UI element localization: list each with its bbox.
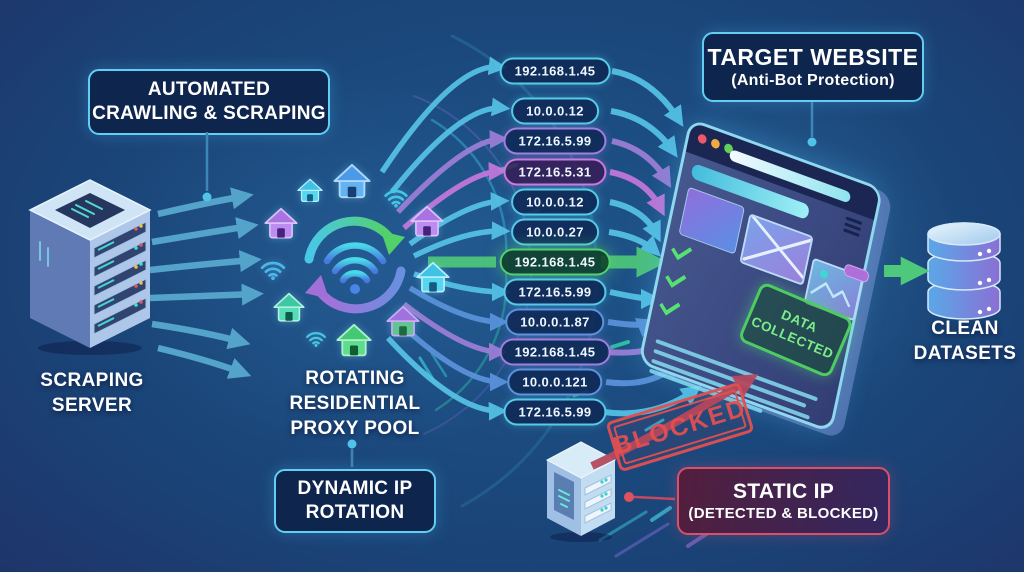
ip-pill-active: 192.168.1.45 xyxy=(499,248,611,276)
label-title: TARGET WEBSITE xyxy=(707,43,919,70)
ip-pill: 10.0.0.12 xyxy=(511,97,599,125)
ip-pill: 10.0.0.121 xyxy=(507,368,603,396)
label-line: SERVER xyxy=(51,395,133,417)
ip-pill: 172.16.5.99 xyxy=(503,127,607,155)
label-subtitle: (Anti-Bot Protection) xyxy=(731,72,895,90)
ip-pill: 192.168.1.45 xyxy=(499,338,611,366)
label-connectors xyxy=(202,99,817,467)
wifi-icon xyxy=(323,242,387,294)
server-rack-rows xyxy=(93,221,147,335)
ip-pill: 172.16.5.99 xyxy=(503,398,607,426)
ip-rotation-wifi-icon xyxy=(304,216,406,314)
target-website-label-box: TARGET WEBSITE (Anti-Bot Protection) xyxy=(702,32,924,102)
clean-datasets-label: CLEAN DATASETS xyxy=(904,316,1024,366)
label-line: ROTATION xyxy=(305,502,405,523)
ip-pill: 172.16.5.31 xyxy=(503,158,607,186)
ip-pill: 10.0.0.27 xyxy=(511,218,599,246)
dynamic-ip-rotation-label-box: DYNAMIC IP ROTATION xyxy=(274,469,436,533)
photo-icon xyxy=(810,270,851,308)
static-server-rows xyxy=(584,474,612,524)
label-line: CLEAN xyxy=(931,318,999,339)
label-line: PROXY POOL xyxy=(290,418,420,440)
label-line: SCRAPING xyxy=(40,370,144,391)
label-subtitle: (DETECTED & BLOCKED) xyxy=(688,504,879,522)
ip-pill: 10.0.0.1.87 xyxy=(505,308,605,336)
label-line: CRAWLING & SCRAPING xyxy=(92,103,326,124)
ip-pill: 192.168.1.45 xyxy=(499,57,611,85)
static-server-illustration xyxy=(545,441,617,542)
label-title: STATIC IP xyxy=(732,479,835,503)
label-line: ROTATING xyxy=(305,368,405,389)
label-line: DATASETS xyxy=(913,343,1017,365)
image-placeholder-photo xyxy=(803,257,870,322)
label-line: RESIDENTIAL xyxy=(289,393,421,415)
scraping-server-illustration xyxy=(28,179,152,355)
automated-crawling-label-box: AUTOMATED CRAWLING & SCRAPING xyxy=(88,69,330,135)
label-line: AUTOMATED xyxy=(147,79,271,101)
static-ip-label-box: STATIC IP (DETECTED & BLOCKED) xyxy=(677,467,890,535)
static-connector-dot xyxy=(624,492,634,502)
label-line: DYNAMIC IP xyxy=(297,478,413,500)
database-icon xyxy=(927,222,1001,320)
scraping-server-label: SCRAPING SERVER xyxy=(17,368,167,418)
server-to-pool-arrows xyxy=(149,187,264,379)
ip-pill: 10.0.0.12 xyxy=(511,188,599,216)
ip-pill: 172.16.5.99 xyxy=(503,278,607,306)
static-connector-line xyxy=(633,495,676,501)
proxy-pool-label: ROTATING RESIDENTIAL PROXY POOL xyxy=(270,366,440,441)
target-website-browser: DATA COLLECTED xyxy=(637,118,884,434)
